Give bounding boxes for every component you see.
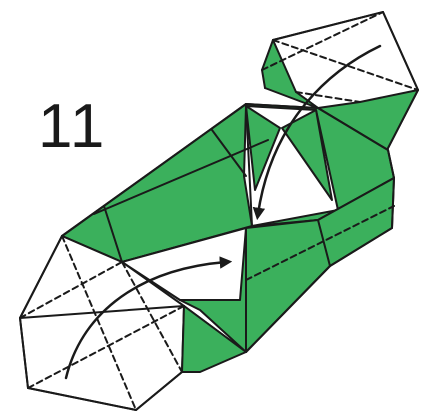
origami-fold-diagram <box>0 0 422 415</box>
